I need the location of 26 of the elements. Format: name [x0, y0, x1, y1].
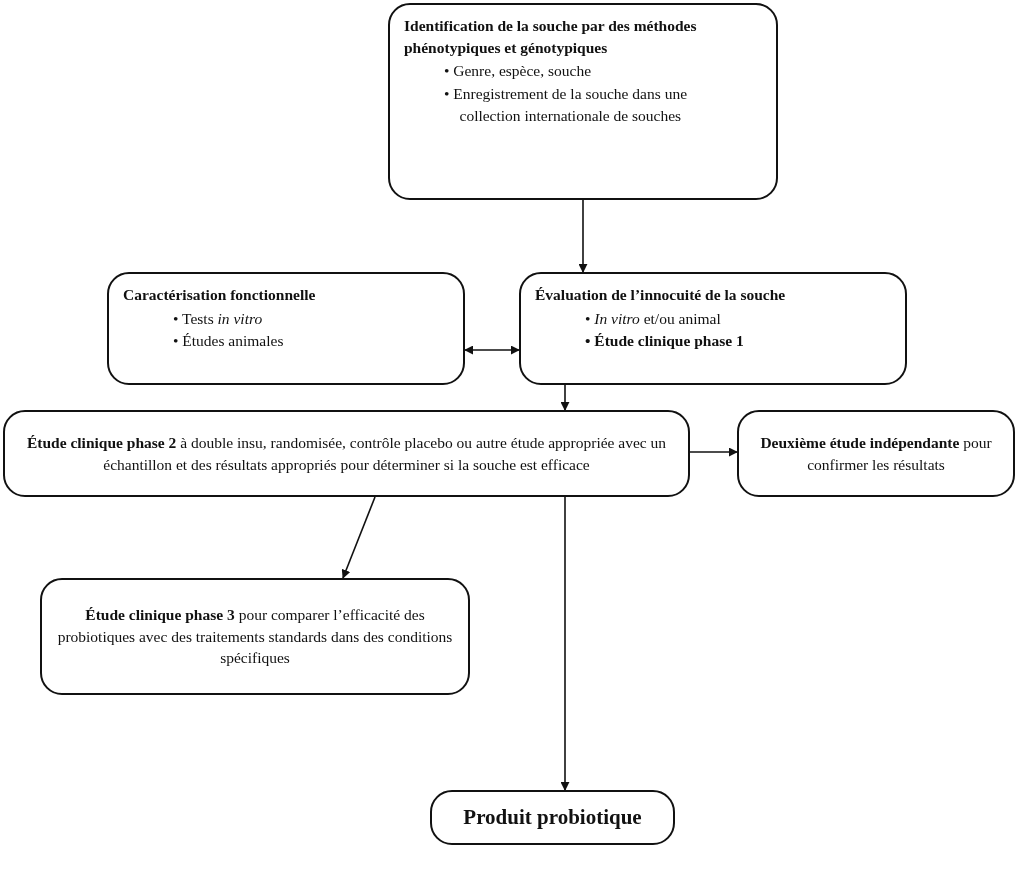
arrow [341, 496, 376, 579]
process-box [430, 790, 675, 845]
box-heading: Identification de la souche par des méthodes phénotypiques et génotypiques [404, 16, 698, 58]
bullet-item: • Études animales [173, 331, 285, 352]
arrow [560, 496, 570, 791]
arrow [464, 345, 520, 355]
box-text: Produit probiotique [463, 803, 642, 831]
arrow [578, 199, 588, 273]
box-text: Étude clinique phase 3 pour comparer l’efficacité des probiotiques avec des traitements standards dans des conditions spécifiques [56, 604, 454, 669]
bullet-item: • Étude clinique phase 1 [585, 331, 745, 352]
box-text: Deuxième étude indépendante pour confirmer les résultats [759, 432, 993, 475]
bullet-item: • Genre, espèce, souche [444, 61, 592, 82]
process-box [737, 410, 1015, 497]
box-heading: Évaluation de l’innocuité de la souche [535, 285, 787, 305]
arrow [689, 447, 738, 457]
process-box [107, 272, 465, 385]
box-text: Étude clinique phase 2 à double insu, randomisée, contrôle placebo ou autre étude appropriée avec un échantillon et des résultats appropriés pour déterminer si la souche est efficace [25, 432, 668, 475]
process-box [388, 3, 778, 200]
process-box [3, 410, 690, 497]
process-box [40, 578, 470, 695]
arrow [560, 384, 570, 411]
bullet-item: • Tests in vitro [173, 308, 264, 329]
process-box [519, 272, 907, 385]
box-heading: Caractérisation fonctionnelle [123, 285, 317, 305]
bullet-item: • In vitro et/ou animal [585, 308, 722, 329]
bullet-item: • Enregistrement de la souche dans une collection internationale de souches [444, 84, 688, 126]
